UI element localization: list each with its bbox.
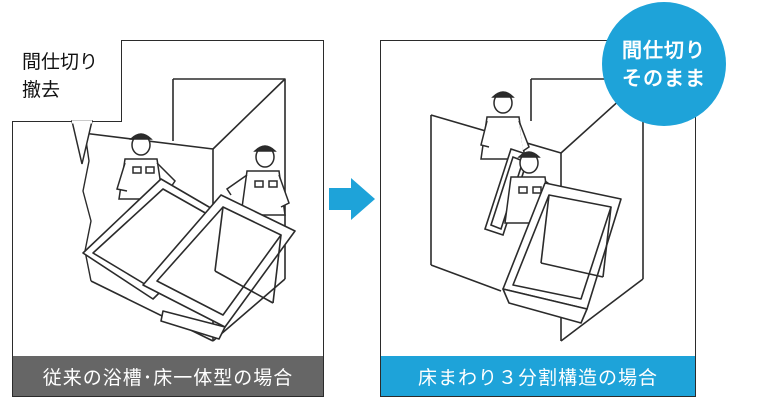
- callout-line-1: 間仕切り: [22, 51, 99, 73]
- removed-partition-edge: [82, 132, 92, 282]
- badge-line-2: そのまま: [622, 66, 706, 90]
- three-part-panel: 床まわり３分割構造の場合: [380, 40, 696, 397]
- transition-arrow-icon: [329, 178, 375, 220]
- three-part-caption: 床まわり３分割構造の場合: [381, 356, 695, 396]
- conventional-scene-illustration: [82, 78, 296, 342]
- worker-right-figure: [225, 145, 290, 216]
- partition-kept-badge: 間仕切り そのまま: [602, 2, 726, 126]
- integrated-bathtub: [142, 194, 296, 340]
- conventional-panel: 従来の浴槽･床一体型の場合: [12, 40, 324, 397]
- partition-removal-callout: 間仕切り 撤去: [12, 40, 122, 122]
- callout-line-2: 撤去: [22, 79, 61, 101]
- worker-left-figure: [116, 133, 176, 200]
- three-part-scene-illustration: [430, 78, 644, 342]
- badge-line-1: 間仕切り: [622, 38, 706, 62]
- separate-bathtub: [502, 182, 622, 324]
- conventional-caption: 従来の浴槽･床一体型の場合: [13, 356, 323, 396]
- worker-back-figure: [480, 91, 530, 160]
- callout-pointer: [71, 120, 93, 165]
